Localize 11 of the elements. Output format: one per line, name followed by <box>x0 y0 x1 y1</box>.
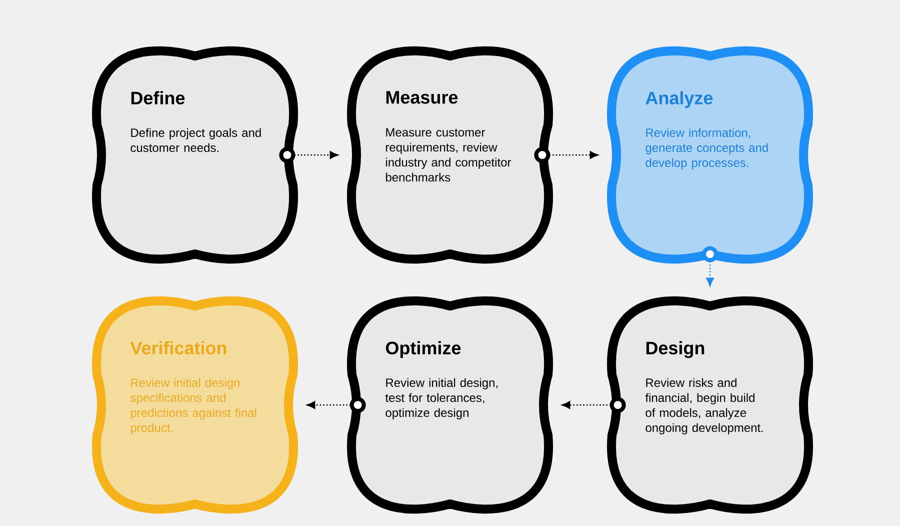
arrow <box>562 401 611 409</box>
cloud-box: Verification Review initial design specifications and predictions against final product. <box>92 296 298 514</box>
cloud-box: Define Define project goals and customer needs. <box>92 46 298 264</box>
cloud-box: Design Review risks and financial, begin build of models, analyze ongoing development. <box>607 296 813 514</box>
cloud-box: Optimize Review initial design, test for tolerances, optimize design <box>347 296 553 514</box>
cloud-box: Analyze Review information, generate concepts and develop processes. <box>607 46 813 264</box>
arrow <box>549 151 598 159</box>
arrow <box>294 151 338 159</box>
cloud-box: Measure Measure customer requirements, review industry and competitor benchmarks <box>347 46 553 264</box>
arrow <box>706 261 714 286</box>
arrow <box>306 401 351 409</box>
